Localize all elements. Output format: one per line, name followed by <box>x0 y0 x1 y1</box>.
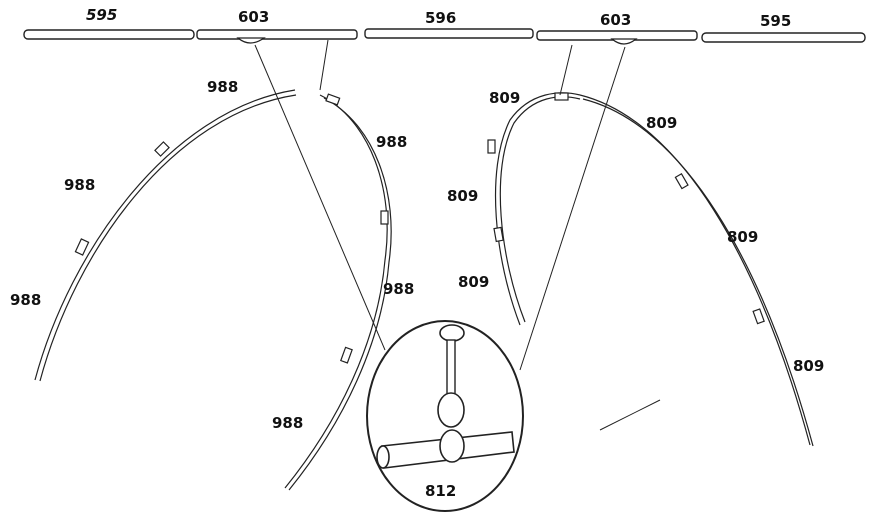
leader-lines <box>254 39 661 431</box>
label-right-pole-809: 809 <box>447 187 478 205</box>
detail-clip <box>437 392 465 428</box>
right-pole-809 <box>487 92 814 447</box>
label-right-pole-809: 809 <box>489 89 520 107</box>
rod-595-right <box>701 32 866 43</box>
label-left-pole-988: 988 <box>64 176 95 194</box>
left-pole-988 <box>34 89 392 491</box>
detail-callout-812 <box>366 320 524 512</box>
label-left-pole-988: 988 <box>383 280 414 298</box>
label-right-pole-809: 809 <box>458 273 489 291</box>
pole-joint <box>340 346 353 364</box>
pole-joint <box>752 308 765 325</box>
pole-joint <box>154 141 170 157</box>
pole-joint <box>487 139 496 154</box>
detail-collar <box>439 429 465 463</box>
label-right-pole-809: 809 <box>793 357 824 375</box>
label-right-pole-809: 809 <box>727 228 758 246</box>
pole-joint <box>74 238 90 256</box>
pole-joint <box>380 210 389 225</box>
detail-knob <box>439 324 465 342</box>
detail-tube-end <box>376 445 390 469</box>
pole-joint <box>493 226 504 243</box>
label-left-pole-988: 988 <box>207 78 238 96</box>
label-detail-812: 812 <box>425 482 456 500</box>
label-right-pole-809: 809 <box>646 114 677 132</box>
label-rod-596: 596 <box>425 9 456 27</box>
label-left-pole-988: 988 <box>272 414 303 432</box>
part-labels: 595 603 596 603 595 988 988 988 988 988 … <box>10 6 824 500</box>
label-rod-595-left: 595 <box>86 6 117 24</box>
rod-595-left <box>23 29 195 40</box>
label-connector-603-right: 603 <box>600 11 631 29</box>
connector-603-left-hub <box>236 37 266 44</box>
detail-stem <box>446 339 456 399</box>
label-left-pole-988: 988 <box>376 133 407 151</box>
label-left-pole-988: 988 <box>10 291 41 309</box>
label-rod-595-right: 595 <box>760 12 791 30</box>
connector-603-left <box>196 29 358 40</box>
pole-joint <box>325 93 341 106</box>
ridge-rod-assembly <box>23 28 866 45</box>
pole-joint <box>674 172 689 190</box>
rod-596-middle <box>364 28 534 39</box>
pole-joint <box>554 92 569 101</box>
connector-603-right-hub <box>610 38 638 45</box>
label-connector-603-left: 603 <box>238 8 269 26</box>
